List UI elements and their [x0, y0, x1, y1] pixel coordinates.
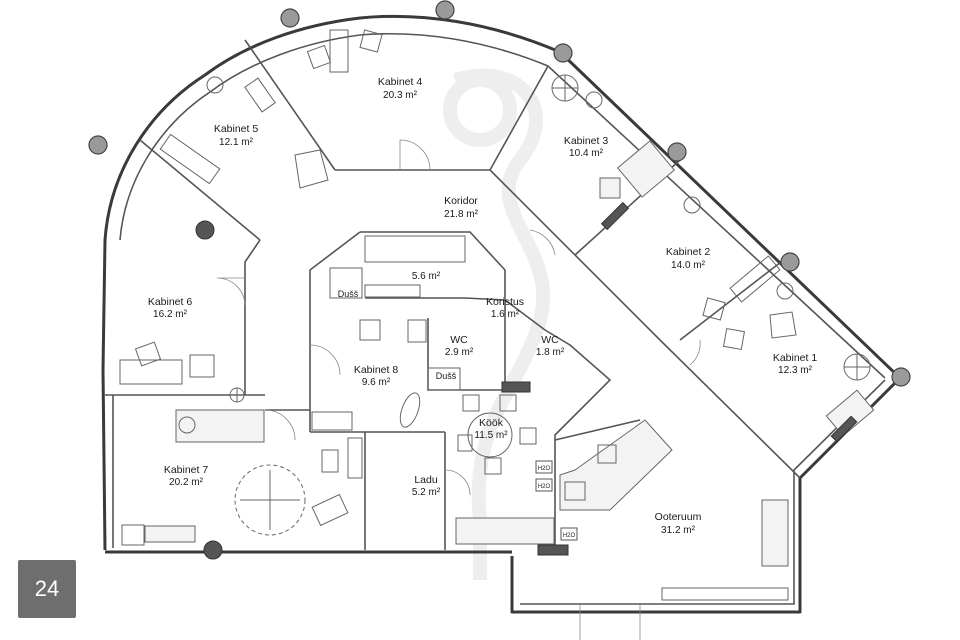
plan-number-badge: 24	[18, 560, 76, 618]
outer-walls	[101, 14, 902, 614]
furniture	[119, 29, 875, 601]
room-area-koristus: 1.6 m²	[491, 309, 520, 320]
water-label-1: H2O	[538, 466, 551, 472]
watermark-logo	[443, 68, 551, 580]
room-area-kook: 11.5 m²	[474, 430, 508, 441]
room-area-ooteruum: 31.2 m²	[661, 525, 696, 536]
room-area-ladu: 5.2 m²	[412, 487, 441, 498]
room-name-kabinet-2: Kabinet 2	[666, 246, 711, 258]
room-area-kabinet-2: 14.0 m²	[671, 260, 706, 271]
room-name-kook: Köök	[479, 417, 504, 429]
room-name-kabinet-8: Kabinet 8	[354, 364, 399, 376]
shower-label-1: Dušš	[338, 289, 359, 299]
room-name-wc-1: WC	[450, 334, 468, 346]
room-name-ooteruum: Ooteruum	[655, 511, 702, 523]
room-area-kabinet-4: 20.3 m²	[383, 90, 418, 101]
interior-walls	[105, 39, 801, 550]
room-name-kabinet-3: Kabinet 3	[564, 135, 609, 147]
room-area-kabinet-1: 12.3 m²	[778, 365, 813, 376]
water-label-3: H2O	[563, 533, 576, 539]
room-name-kabinet-6: Kabinet 6	[148, 296, 193, 308]
room-name-kabinet-4: Kabinet 4	[378, 76, 423, 88]
room-area-kabinet-5: 12.1 m²	[219, 137, 254, 148]
water-label-2: H2O	[538, 484, 551, 490]
room-area-wc-2: 1.8 m²	[536, 347, 565, 358]
room-area-sauna: 5.6 m²	[412, 271, 441, 282]
room-area-kabinet-6: 16.2 m²	[153, 309, 188, 320]
room-name-wc-2: WC	[541, 334, 559, 346]
room-name-koridor: Koridor	[444, 195, 478, 207]
room-area-kabinet-7: 20.2 m²	[169, 477, 204, 488]
room-name-kabinet-7: Kabinet 7	[164, 464, 209, 476]
room-labels: Kabinet 4 20.3 m² Kabinet 5 12.1 m² Kabi…	[148, 76, 818, 536]
room-name-ladu: Ladu	[414, 474, 438, 486]
doors	[216, 139, 701, 640]
room-area-koridor: 21.8 m²	[444, 209, 479, 220]
room-name-kabinet-5: Kabinet 5	[214, 123, 259, 135]
pillars	[88, 0, 911, 560]
room-area-wc-1: 2.9 m²	[445, 347, 474, 358]
room-area-kabinet-8: 9.6 m²	[362, 377, 391, 388]
room-name-kabinet-1: Kabinet 1	[773, 352, 818, 364]
shower-label-2: Dušš	[436, 371, 457, 381]
water-dispensers: H2O H2O H2O	[535, 460, 578, 541]
room-area-kabinet-3: 10.4 m²	[569, 148, 604, 159]
room-name-koristus: Koristus	[486, 296, 524, 308]
